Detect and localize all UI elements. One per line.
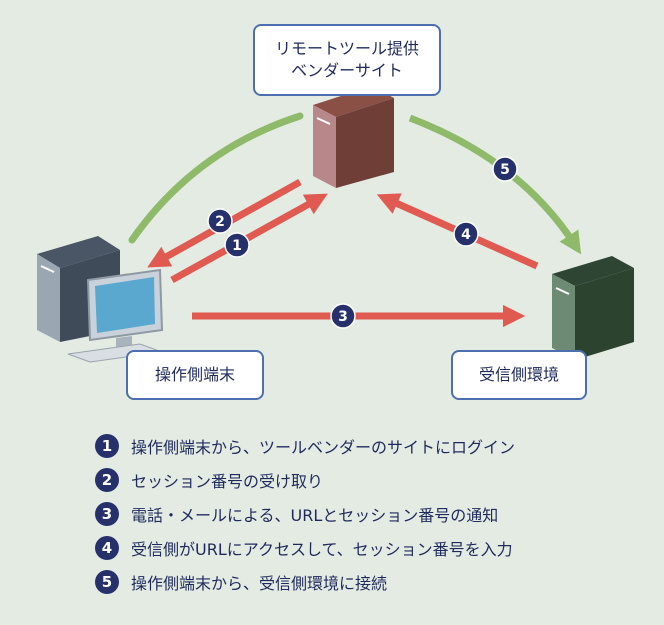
step-item: 3 電話・メールによる、URLとセッション番号の通知 [95,502,655,526]
step-item: 1 操作側端末から、ツールベンダーのサイトにログイン [95,434,655,458]
badge-1: 1 [224,232,250,258]
step-text: 操作側端末から、ツールベンダーのサイトにログイン [131,438,516,457]
step-item: 5 操作側端末から、受信側環境に接続 [95,570,655,594]
svg-text:5: 5 [500,162,510,178]
step-item: 4 受信側がURLにアクセスして、セッション番号を入力 [95,536,655,560]
vendor-server-icon [313,86,394,188]
step-text: 受信側がURLにアクセスして、セッション番号を入力 [131,540,513,559]
curve-right-arrow-5 [408,114,582,255]
badge-4: 4 [453,221,479,247]
step-text: 操作側端末から、受信側環境に接続 [131,574,388,593]
svg-text:3: 3 [338,309,348,325]
svg-text:1: 1 [232,238,242,254]
monitor-icon [67,268,164,363]
svg-text:2: 2 [215,214,225,230]
svg-text:4: 4 [461,227,471,243]
step-item: 2 セッション番号の受け取り [95,468,655,492]
badge-5: 5 [492,156,518,182]
steps-list: 1 操作側端末から、ツールベンダーのサイトにログイン 2 セッション番号の受け取… [95,434,655,604]
receiver-server-icon [552,256,634,360]
step-text: セッション番号の受け取り [131,472,324,491]
badge-3: 3 [330,303,356,329]
receiver-environment-label: 受信側環境 [451,350,587,400]
vendor-site-label-line1: リモートツール提供 [274,39,419,58]
step-number-badge: 1 [95,434,119,458]
operator-terminal-label: 操作側端末 [126,350,264,400]
vendor-site-label-line2: ベンダーサイト [291,61,403,80]
badge-2: 2 [207,208,233,234]
diagram-canvas: 2 1 3 4 5 [37,86,634,363]
vendor-site-label: リモートツール提供 ベンダーサイト [253,24,441,96]
step-text: 電話・メールによる、URLとセッション番号の通知 [131,506,499,525]
step-number-badge: 3 [95,502,119,526]
curve-left [128,112,304,244]
step-number-badge: 2 [95,468,119,492]
step-number-badge: 5 [95,570,119,594]
step-number-badge: 4 [95,536,119,560]
